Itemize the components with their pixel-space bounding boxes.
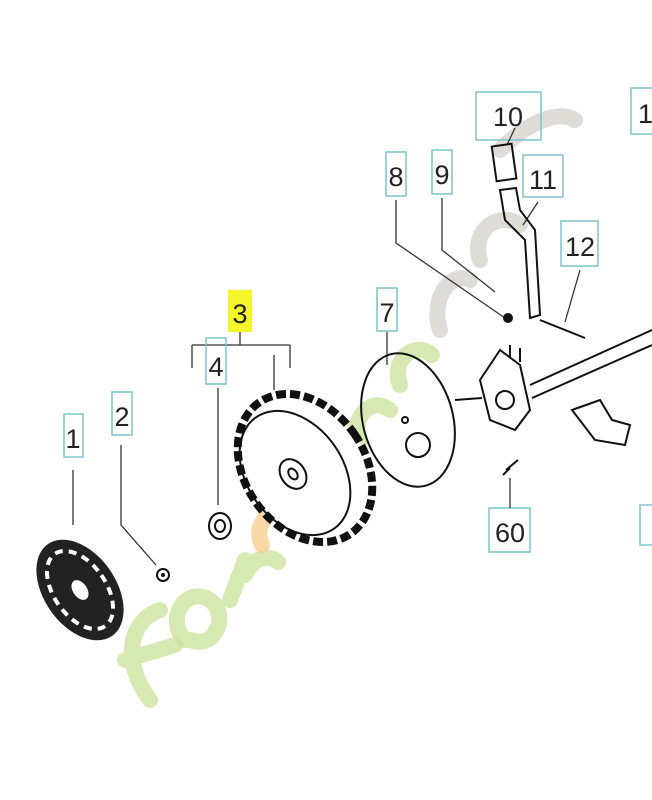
callout-10[interactable]: 10 — [475, 91, 542, 146]
svg-text:1: 1 — [65, 424, 80, 454]
svg-text:60: 60 — [495, 518, 525, 548]
axle-bracket-part — [454, 329, 652, 432]
svg-text:10: 10 — [493, 102, 523, 132]
svg-text:12: 12 — [565, 232, 595, 262]
svg-text:1: 1 — [638, 99, 652, 129]
svg-text:11: 11 — [529, 165, 557, 195]
callout-edge[interactable]: 1 — [630, 87, 652, 546]
callout-9[interactable]: 9 — [431, 149, 496, 293]
svg-text:8: 8 — [388, 162, 403, 192]
screw-part — [502, 459, 519, 476]
callout-12[interactable]: 12 — [560, 220, 599, 323]
right-part — [570, 398, 632, 447]
callout-4[interactable]: 4 — [205, 337, 227, 505]
callout-7[interactable]: 7 — [376, 287, 398, 365]
svg-text:7: 7 — [379, 298, 394, 328]
nut-part — [156, 568, 170, 582]
wheel-part — [233, 389, 377, 547]
disc-part — [360, 352, 456, 488]
callout-2[interactable]: 2 — [111, 391, 157, 566]
svg-text:4: 4 — [208, 352, 223, 382]
hubcap-part — [36, 539, 124, 641]
height-lever-part — [490, 142, 586, 339]
callout-60[interactable]: 60 — [488, 478, 531, 553]
callout-3[interactable]: 3 — [191, 290, 291, 390]
callout-11[interactable]: 11 — [522, 154, 564, 226]
callout-8[interactable]: 8 — [385, 151, 506, 319]
svg-text:3: 3 — [232, 299, 247, 329]
svg-text:2: 2 — [114, 402, 129, 432]
bearing-part — [208, 512, 232, 540]
callout-1[interactable]: 1 — [63, 413, 84, 525]
svg-text:9: 9 — [434, 160, 449, 190]
